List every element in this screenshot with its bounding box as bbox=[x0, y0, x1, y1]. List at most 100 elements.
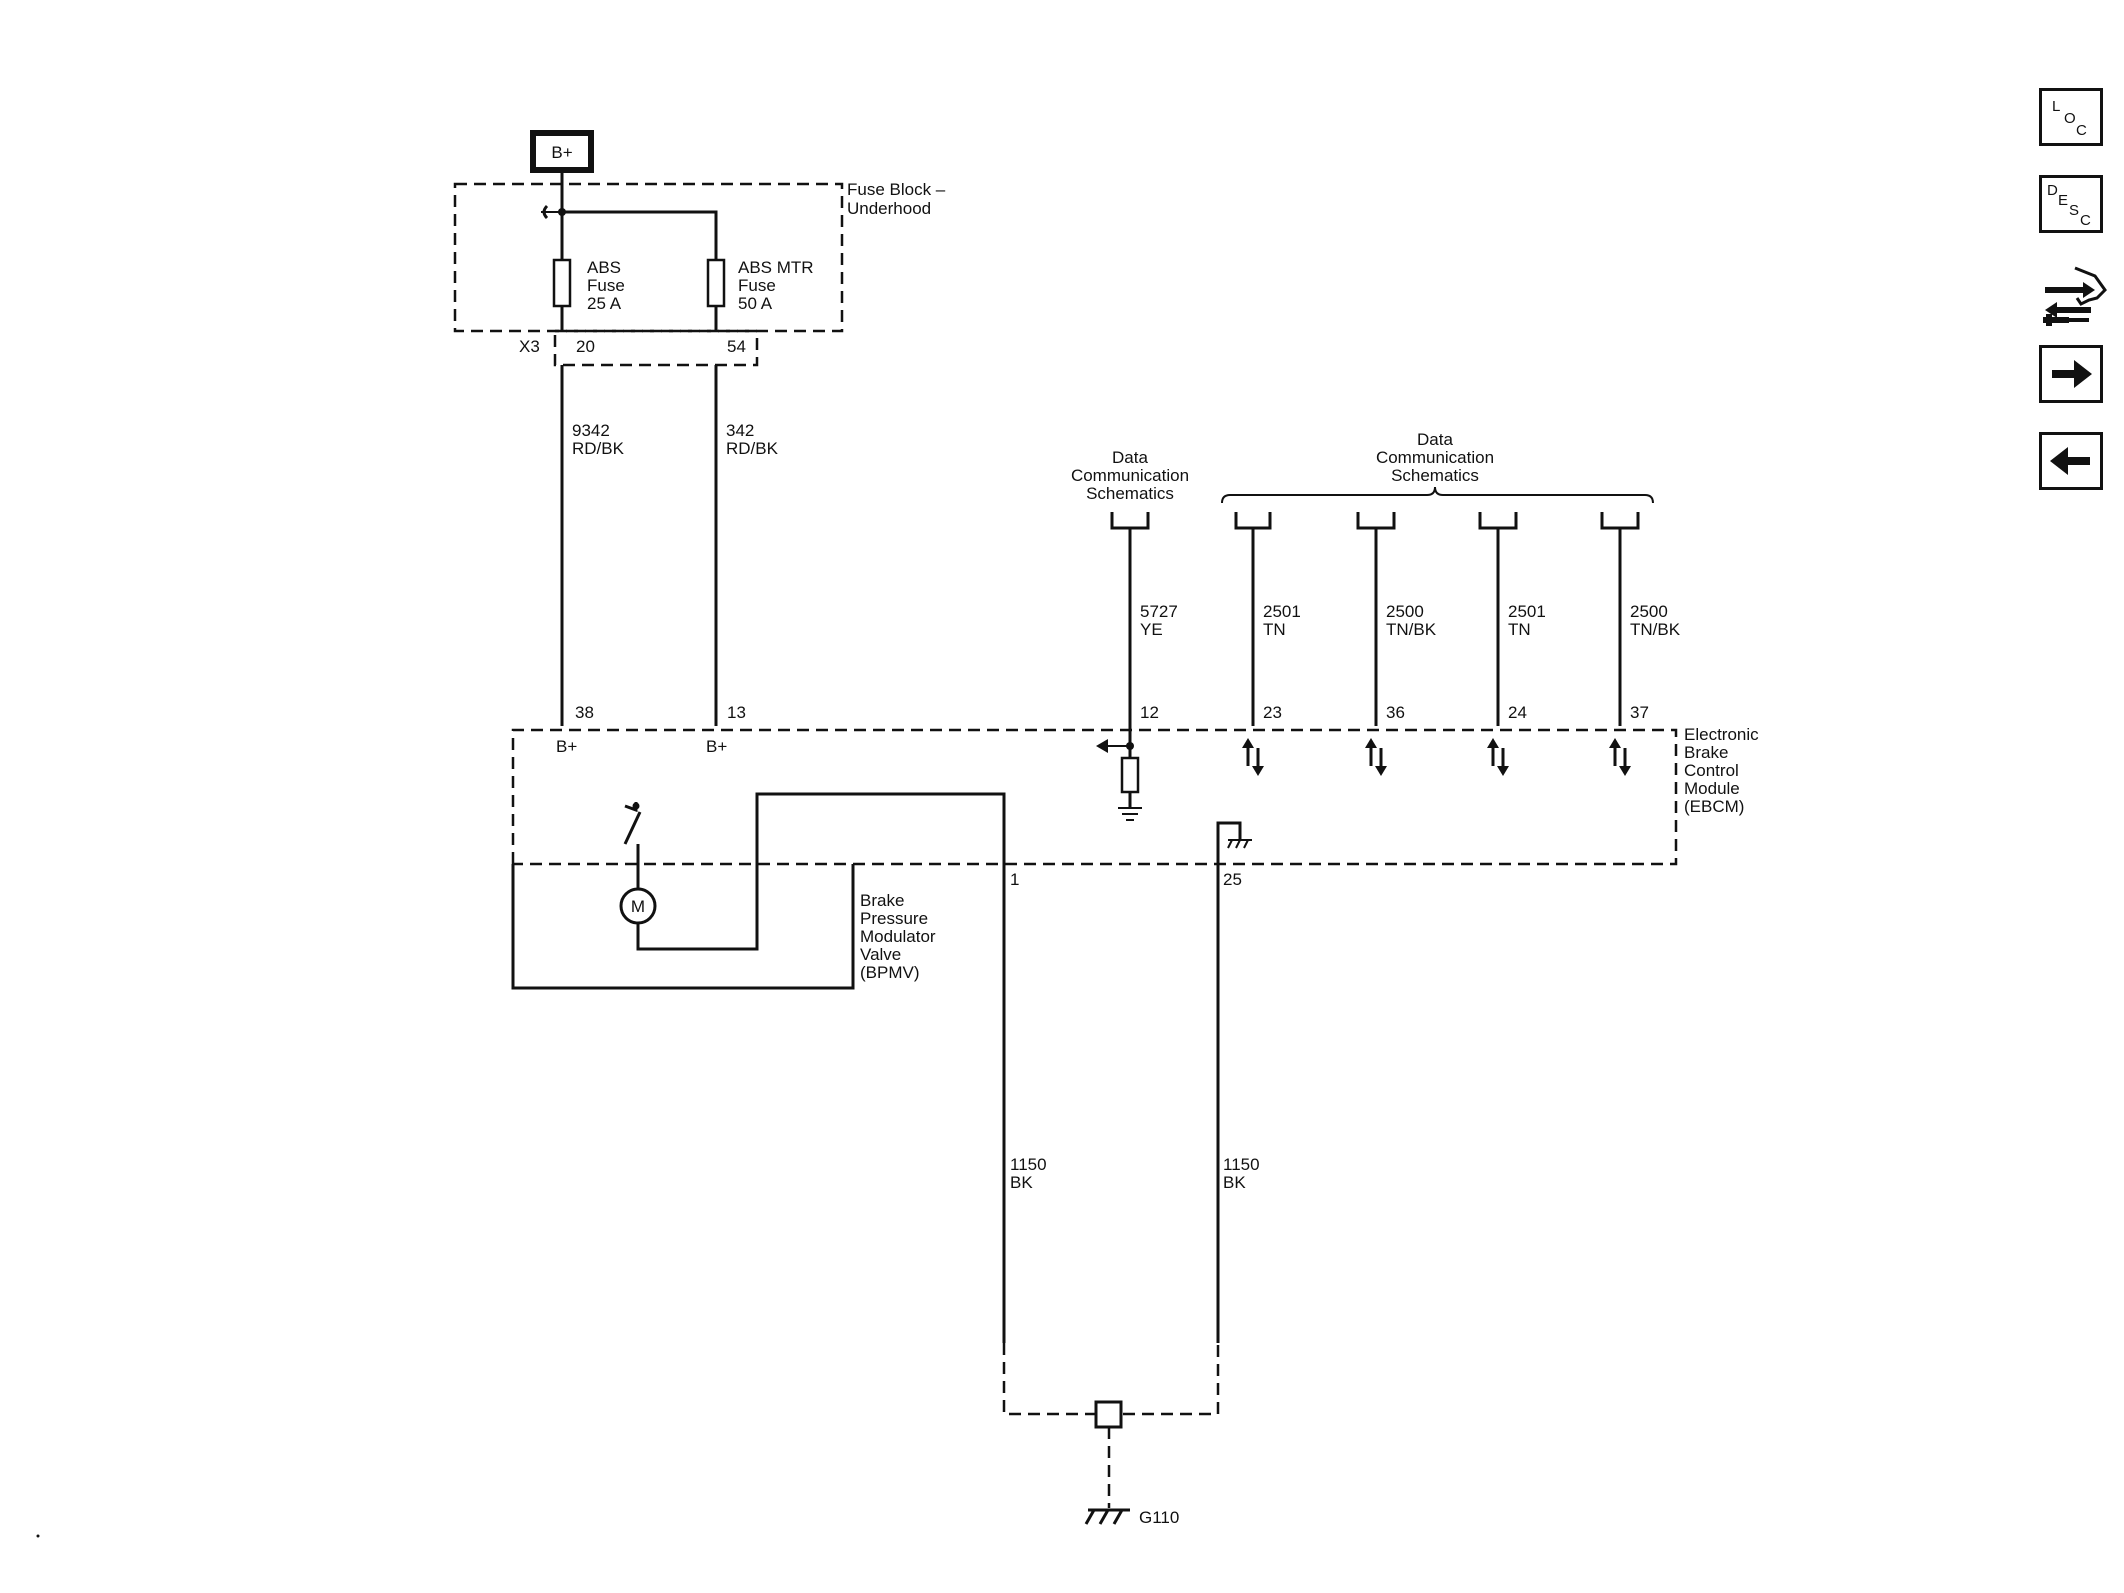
ebcm-name-line1: Electronic bbox=[1684, 725, 1759, 744]
ground-splice bbox=[1002, 1343, 1220, 1508]
bpmv-name-line3: Modulator bbox=[860, 927, 936, 946]
fuse-abs-line1: ABS bbox=[587, 258, 621, 277]
ebcm-pin-24: 24 bbox=[1508, 703, 1527, 722]
bpmv-name-line1: Brake bbox=[860, 891, 904, 910]
fuse-abs-mtr-pin: 54 bbox=[727, 337, 746, 356]
wire-9342-color: RD/BK bbox=[572, 439, 625, 458]
loc-letter-3: C bbox=[2076, 122, 2087, 139]
ebcm-pin-36: 36 bbox=[1386, 703, 1405, 722]
previous-page-button[interactable] bbox=[2039, 432, 2103, 490]
fuse-abs-mtr-line3: 50 A bbox=[738, 294, 773, 313]
wire-2501-a-color: TN bbox=[1263, 620, 1286, 639]
fuse-abs-mtr-line1: ABS MTR bbox=[738, 258, 814, 277]
wire-1150-b-circuit: 1150 bbox=[1223, 1155, 1260, 1174]
desc-letter-3: S bbox=[2069, 202, 2079, 219]
connector-repair-icon bbox=[2043, 266, 2107, 326]
battery-supply: B+ bbox=[530, 130, 594, 173]
corner-mark bbox=[36, 1534, 40, 1538]
wire-5727-color: YE bbox=[1140, 620, 1163, 639]
fuse-abs-mtr-line2: Fuse bbox=[738, 276, 776, 295]
fuse-block-connector-label: X3 bbox=[519, 337, 540, 356]
next-page-button[interactable] bbox=[2039, 345, 2103, 403]
wire-5727-circuit: 5727 bbox=[1140, 602, 1178, 621]
arrow-right-icon bbox=[2052, 360, 2092, 388]
data-comm-single-line3: Schematics bbox=[1086, 484, 1174, 503]
bidir-arrow-23 bbox=[1242, 738, 1264, 776]
arrow-left-icon bbox=[2050, 447, 2090, 475]
ebcm-name-line3: Control bbox=[1684, 761, 1739, 780]
ebcm-pin-1: 1 bbox=[1010, 870, 1019, 889]
ground-g110: G110 bbox=[1084, 1508, 1179, 1527]
wire-342-circuit: 342 bbox=[726, 421, 754, 440]
loc-letter-2: O bbox=[2064, 110, 2076, 127]
wire-1150-a-color: BK bbox=[1010, 1173, 1033, 1192]
wire-2500-b-color: TN/BK bbox=[1630, 620, 1681, 639]
wire-9342-circuit: 9342 bbox=[572, 421, 610, 440]
wire-2501-b: 2501 TN bbox=[1496, 528, 1546, 726]
location-button[interactable]: L O C bbox=[2039, 88, 2103, 146]
ebcm-internal-ground bbox=[1216, 821, 1252, 1343]
ebcm-power-label-1: B+ bbox=[556, 737, 577, 756]
wire-5727: 5727 YE bbox=[1128, 528, 1178, 758]
battery-supply-label: B+ bbox=[551, 143, 572, 162]
wire-9342: 9342 RD/BK bbox=[560, 365, 625, 726]
pump-motor: M bbox=[619, 792, 1006, 1343]
bidir-arrow-37 bbox=[1609, 738, 1631, 776]
desc-letter-4: C bbox=[2080, 212, 2091, 229]
connector-repair-button[interactable] bbox=[2039, 258, 2109, 332]
ebcm-name-line2: Brake bbox=[1684, 743, 1728, 762]
data-comm-group-line3: Schematics bbox=[1391, 466, 1479, 485]
ebcm-name-line5: (EBCM) bbox=[1684, 797, 1744, 816]
wire-2500-b-circuit: 2500 bbox=[1630, 602, 1668, 621]
ebcm-power-label-2: B+ bbox=[706, 737, 727, 756]
pump-motor-label: M bbox=[631, 897, 645, 916]
bidir-arrow-24 bbox=[1487, 738, 1509, 776]
location-icon: L O C bbox=[2052, 98, 2087, 139]
wire-342-color: RD/BK bbox=[726, 439, 779, 458]
fuse-abs: ABS Fuse 25 A bbox=[552, 212, 625, 331]
wire-2500-b: 2500 TN/BK bbox=[1618, 528, 1681, 726]
ground-g110-label: G110 bbox=[1139, 1508, 1179, 1527]
data-comm-group-line2: Communication bbox=[1376, 448, 1494, 467]
bidirectional-arrows bbox=[1242, 738, 1631, 776]
description-icon: D E S C bbox=[2047, 182, 2091, 229]
wire-2500-a: 2500 TN/BK bbox=[1374, 528, 1437, 726]
data-comm-single-line1: Data bbox=[1112, 448, 1148, 467]
fuse-block-name-line2: Underhood bbox=[847, 199, 931, 218]
wire-2501-a-circuit: 2501 bbox=[1263, 602, 1301, 621]
ebcm-pin-23: 23 bbox=[1263, 703, 1282, 722]
brake-pressure-modulator-valve: Brake Pressure Modulator Valve (BPMV) bbox=[511, 864, 936, 990]
wire-2501-a: 2501 TN bbox=[1251, 528, 1301, 726]
description-button[interactable]: D E S C bbox=[2039, 175, 2103, 233]
loc-letter-1: L bbox=[2052, 98, 2060, 115]
wire-1150-a-circuit: 1150 bbox=[1010, 1155, 1047, 1174]
bpmv-name-line5: (BPMV) bbox=[860, 963, 920, 982]
bidir-arrow-36 bbox=[1365, 738, 1387, 776]
ebcm-pin-12: 12 bbox=[1140, 703, 1159, 722]
fuse-block-name-line1: Fuse Block – bbox=[847, 180, 946, 199]
ebcm-module: Electronic Brake Control Module (EBCM) 3… bbox=[511, 703, 1759, 889]
wire-2500-a-color: TN/BK bbox=[1386, 620, 1437, 639]
motor-relay-switch bbox=[623, 802, 642, 889]
ebcm-pin-38: 38 bbox=[575, 703, 594, 722]
wire-2501-b-circuit: 2501 bbox=[1508, 602, 1546, 621]
data-comm-reference-group: Data Communication Schematics bbox=[1221, 430, 1654, 530]
data-comm-group-line1: Data bbox=[1417, 430, 1453, 449]
desc-letter-2: E bbox=[2058, 192, 2068, 209]
ebcm-name-line4: Module bbox=[1684, 779, 1740, 798]
wire-1150-b: 1150 BK bbox=[1223, 1155, 1260, 1192]
fuse-abs-line3: 25 A bbox=[587, 294, 622, 313]
bpmv-name-line4: Valve bbox=[860, 945, 901, 964]
data-comm-reference-single: Data Communication Schematics bbox=[1071, 448, 1189, 530]
fuse-block-underhood: Fuse Block – Underhood X3 20 54 bbox=[453, 180, 946, 367]
fuse-abs-line2: Fuse bbox=[587, 276, 625, 295]
ebcm-pin-13: 13 bbox=[727, 703, 746, 722]
data-comm-single-line2: Communication bbox=[1071, 466, 1189, 485]
fuse-abs-mtr: ABS MTR Fuse 50 A bbox=[706, 258, 814, 331]
bpmv-name-line2: Pressure bbox=[860, 909, 928, 928]
wire-1150-b-color: BK bbox=[1223, 1173, 1246, 1192]
wire-2501-b-color: TN bbox=[1508, 620, 1531, 639]
fuse-abs-pin: 20 bbox=[576, 337, 595, 356]
wire-2500-a-circuit: 2500 bbox=[1386, 602, 1424, 621]
